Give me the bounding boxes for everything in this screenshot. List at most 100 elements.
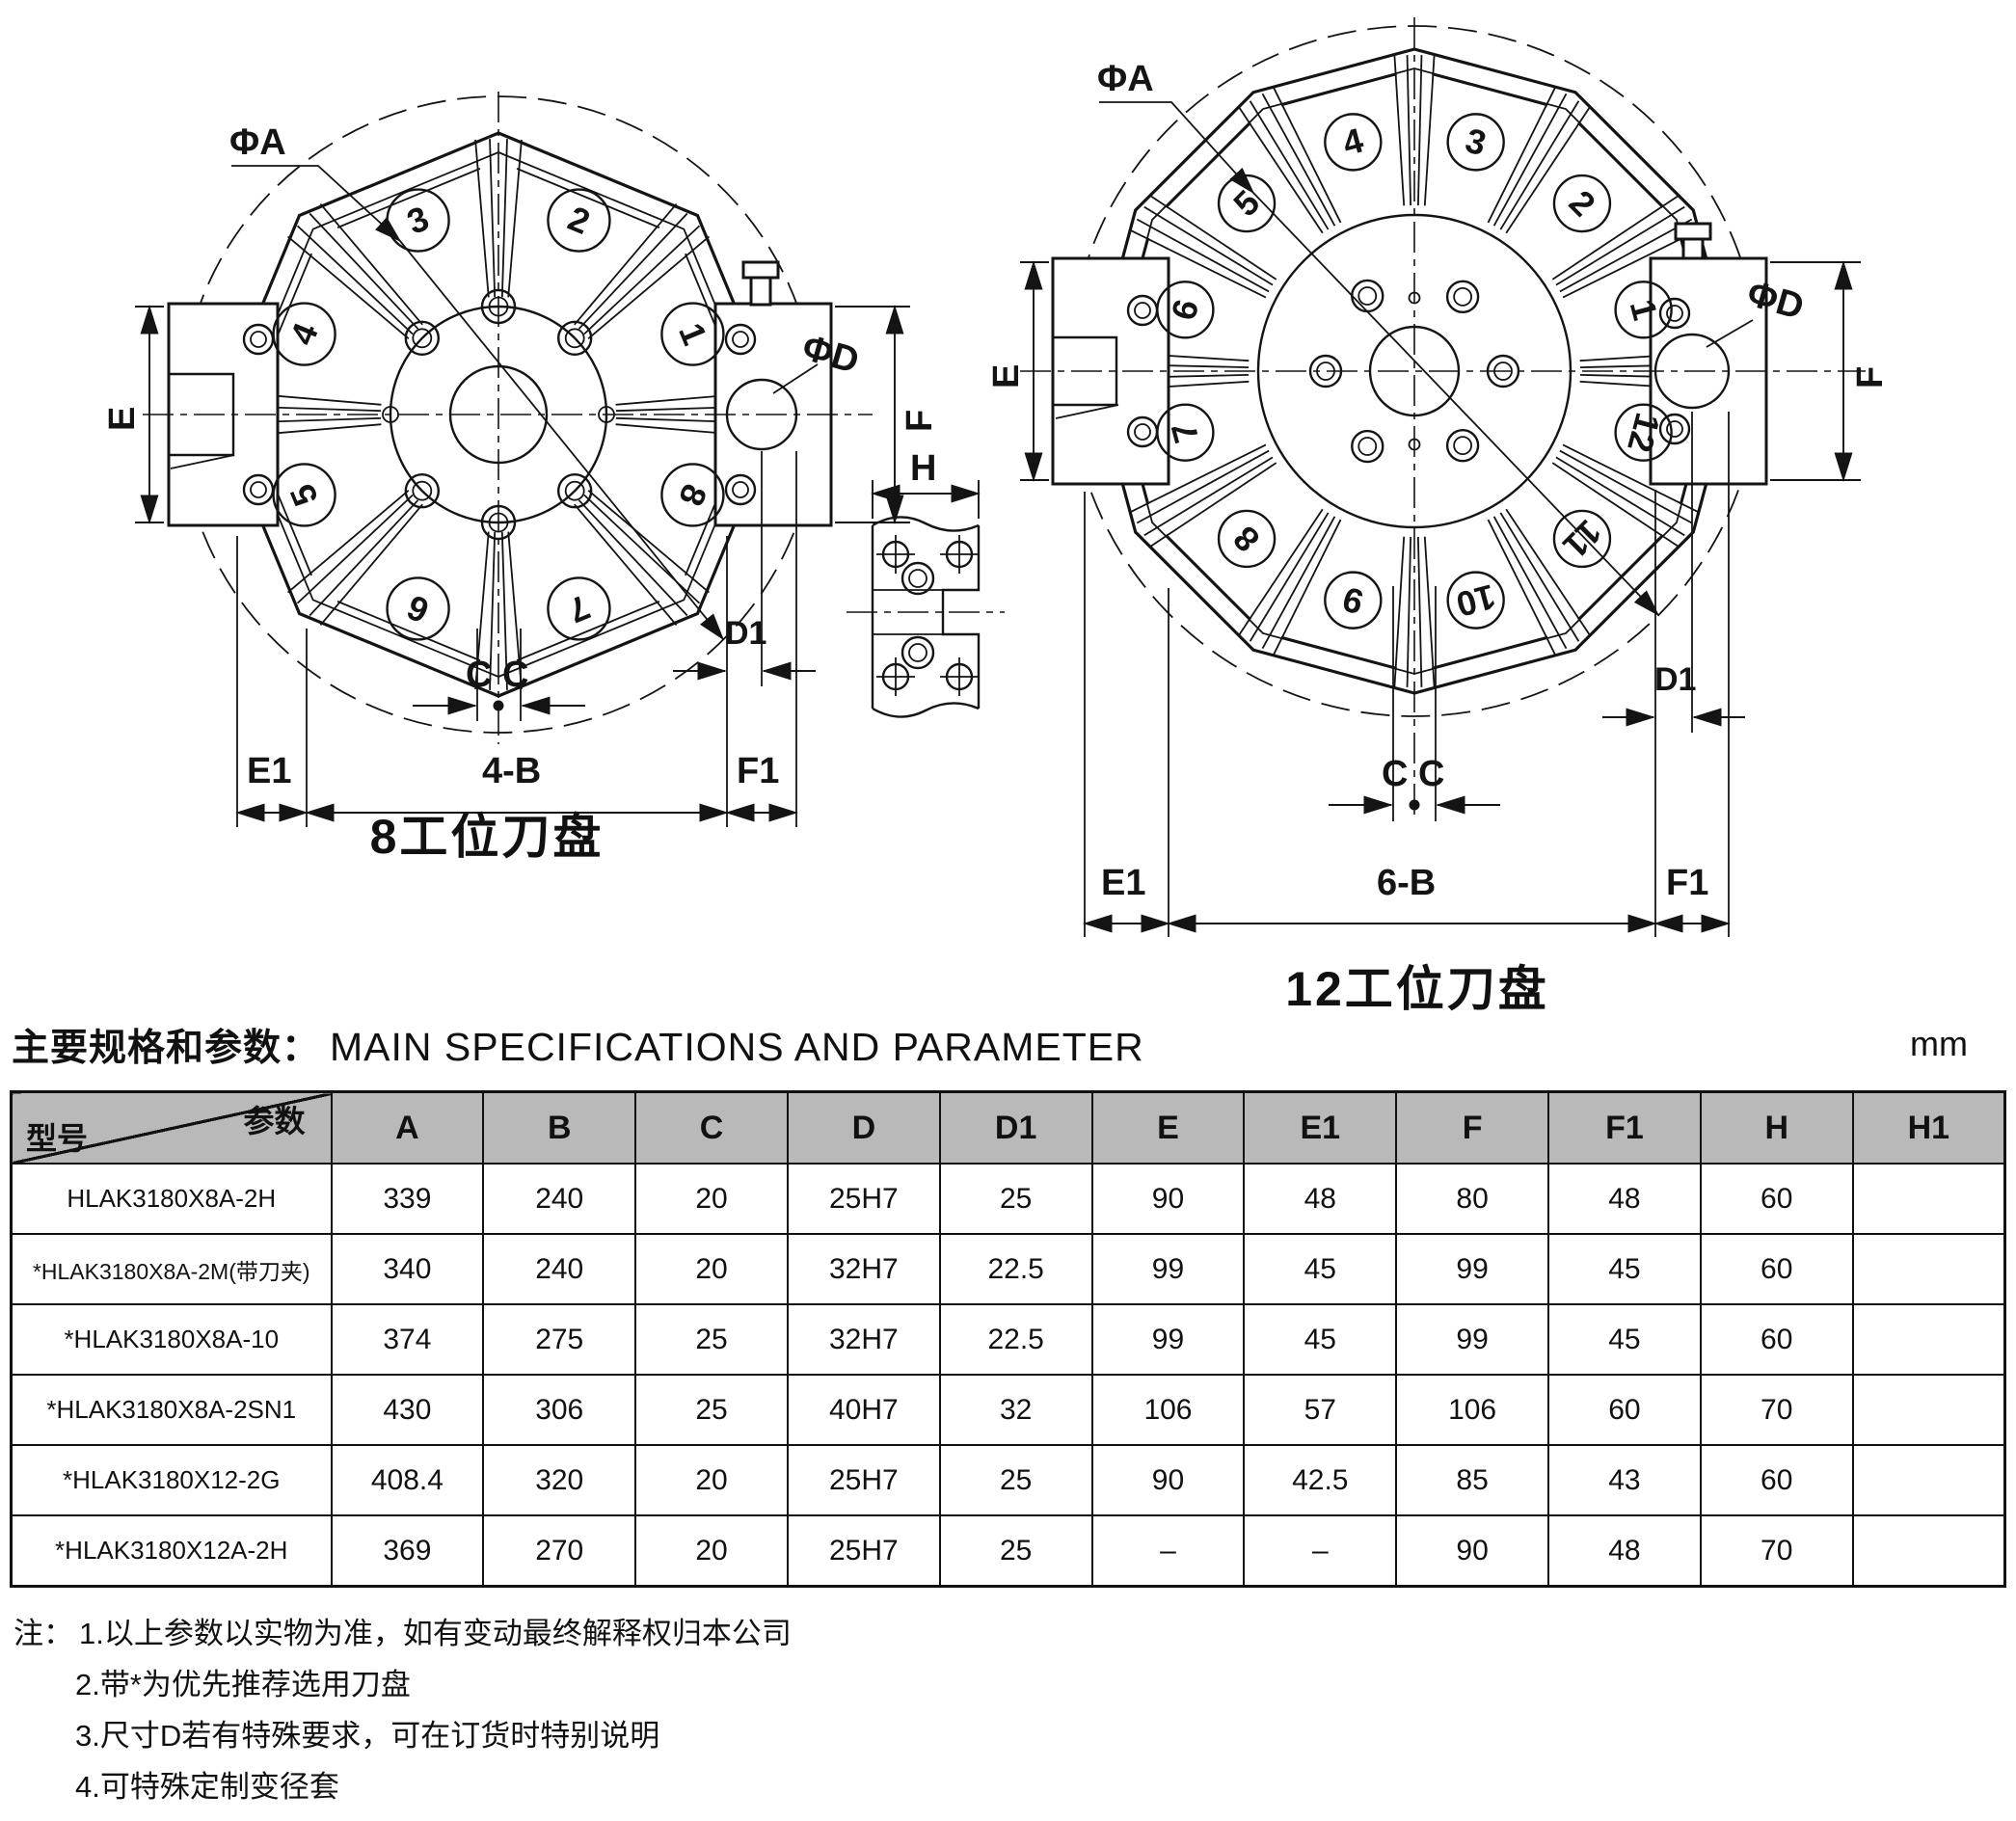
slot-line (1273, 519, 1342, 656)
dim-phiA-label: ΦA (229, 122, 286, 163)
bolt-hole (1445, 280, 1480, 314)
slot-line (309, 212, 419, 330)
cell: 99 (1395, 1233, 1549, 1305)
specifications-table: 参数 型号 A B C D D1 E E1 F F1 H H1 HLAK3180… (10, 1090, 2006, 1588)
slot-line (578, 212, 688, 330)
table-header-row: 参数 型号 A B C D D1 E E1 F F1 H H1 (10, 1090, 2006, 1165)
face-chamfer-line (336, 168, 481, 228)
slot-line (1499, 100, 1580, 230)
dim-E-label: E (102, 407, 143, 431)
cell: 20 (634, 1514, 789, 1588)
bolt-hole-inner (564, 328, 585, 349)
cell: 20 (634, 1233, 789, 1305)
slot-line (1136, 218, 1270, 293)
table-row: *HLAK3180X12-2G 408.4 320 20 25H7 25 90 … (10, 1444, 2006, 1516)
cell (1851, 1514, 2006, 1588)
bolt-hole-inner (1453, 436, 1473, 456)
station-number: 2 (563, 198, 596, 242)
cell (1851, 1303, 2006, 1376)
cell: 99 (1090, 1303, 1246, 1376)
bolt-hole (1445, 428, 1480, 463)
cell: 408.4 (330, 1444, 485, 1516)
dim-F-label-12: F (1850, 366, 1891, 388)
col-F: F (1395, 1090, 1549, 1165)
station-number: 10 (1452, 576, 1499, 625)
cell: 340 (330, 1233, 485, 1305)
dim-F-label: F (900, 410, 940, 432)
slot-line (1559, 218, 1693, 293)
cell: 60 (1699, 1233, 1854, 1305)
disc8-dimensions: ΦA E F ΦD C C D1 (102, 92, 940, 827)
cell: 106 (1090, 1374, 1246, 1446)
col-A: A (330, 1090, 485, 1165)
bolt-hole (1351, 429, 1384, 464)
slot-line (1261, 93, 1336, 227)
bolt-hole-inner (412, 480, 433, 501)
cell: 70 (1699, 1514, 1854, 1588)
bolt-hole-inner (1357, 286, 1378, 306)
slot-line (286, 235, 410, 339)
col-E: E (1090, 1090, 1246, 1165)
station-circle (1217, 509, 1277, 569)
slot-line (1238, 508, 1324, 635)
cell: 80 (1395, 1163, 1549, 1235)
cell: 306 (482, 1374, 637, 1446)
station-circle (1156, 403, 1215, 462)
side-view-screw-holes (876, 535, 979, 696)
dim-4B-label: 4-B (482, 751, 541, 791)
slot-line (1150, 195, 1277, 281)
face-chamfer-line (1432, 635, 1548, 669)
col-F1: F1 (1547, 1090, 1702, 1165)
cell: 60 (1699, 1163, 1854, 1235)
cell: 90 (1090, 1163, 1246, 1235)
slot-line (309, 499, 419, 617)
dim-6B-label-12: 6-B (1377, 863, 1436, 903)
slot-line (1551, 195, 1679, 281)
notes-block: 注：1.以上参数以实物为准，如有变动最终解释权归本公司 2.带*为优先推荐选用刀… (13, 1608, 792, 1812)
station-circle (547, 188, 611, 253)
slot-line (1249, 512, 1330, 642)
cell: 60 (1699, 1303, 1854, 1376)
cell: 240 (482, 1233, 637, 1305)
slot-line (1555, 205, 1685, 286)
dim-C-left-12: C (1382, 754, 1408, 794)
cell: 70 (1699, 1374, 1854, 1446)
station-circle (1446, 571, 1505, 629)
cell: 240 (482, 1163, 637, 1235)
model-label: 型号 (26, 1121, 89, 1156)
slot-line (587, 490, 711, 594)
cell (1851, 1444, 2006, 1516)
slot-line (296, 494, 414, 604)
station-number: 6 (401, 587, 434, 631)
slot-line (1551, 462, 1679, 548)
station-number: 3 (1462, 121, 1491, 164)
cell: 48 (1547, 1514, 1702, 1588)
bolt-hole (404, 320, 441, 357)
cell (1851, 1163, 2006, 1235)
cell: – (1243, 1514, 1398, 1588)
slot-line (1492, 516, 1568, 650)
bolt-hole (556, 472, 593, 509)
cell: 32H7 (786, 1233, 941, 1305)
dim-E1-label-12: E1 (1101, 863, 1145, 903)
table-row: *HLAK3180X12A-2H 369 270 20 25H7 25 – – … (10, 1514, 2006, 1588)
dim-phiA-label-12: ΦA (1097, 59, 1154, 99)
face-chamfer-line (516, 168, 660, 228)
slot-line (1559, 449, 1693, 524)
station-number: 4 (1338, 121, 1367, 164)
col-C: C (634, 1090, 789, 1165)
slot-line (1555, 456, 1685, 537)
face-chamfer-line (1432, 73, 1548, 107)
station-number: 3 (401, 198, 434, 242)
station-number: 5 (282, 479, 326, 512)
slot-line (319, 503, 423, 627)
disc8-bolt-stem (749, 276, 772, 307)
param-label: 参数 (243, 1104, 306, 1138)
col-D1: D1 (938, 1090, 1093, 1165)
caption-8-station-disc: 8工位刀盘 (369, 810, 605, 864)
cell: 369 (330, 1514, 485, 1588)
slot-line (507, 531, 523, 690)
slot-line (1487, 87, 1556, 224)
heading-zh: 主要规格和参数： (12, 1028, 321, 1069)
